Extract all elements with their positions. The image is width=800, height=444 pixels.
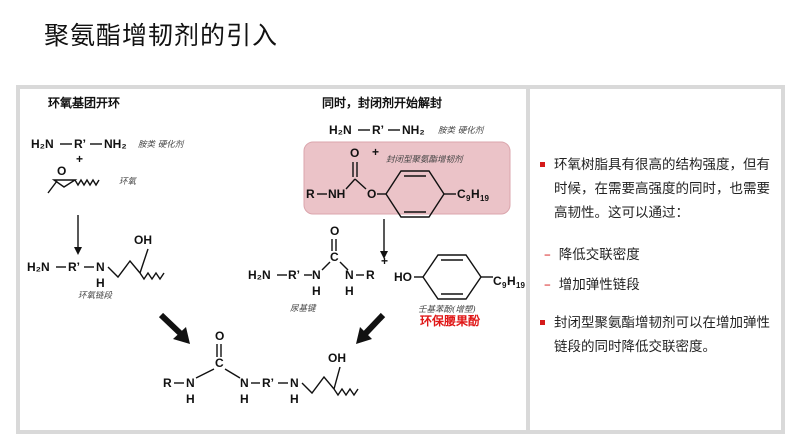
atom-r-prime: R’ bbox=[288, 268, 300, 282]
bullet-item: 封闭型聚氨酯增韧剂可以在增加弹性链段的同时降低交联密度。 bbox=[540, 311, 775, 359]
chain-bond bbox=[301, 375, 335, 395]
atom-n: N bbox=[312, 268, 321, 282]
atom-n: N bbox=[290, 376, 299, 390]
atom-c: C bbox=[330, 250, 339, 264]
sub-item-text: 增加弹性链段 bbox=[558, 277, 640, 293]
wavy-bond bbox=[139, 271, 165, 281]
bond bbox=[195, 368, 215, 379]
atom-h2n: H₂N bbox=[248, 268, 271, 282]
page-title: 聚氨酯增韧剂的引入 bbox=[44, 21, 279, 50]
plus-sign: + bbox=[76, 152, 83, 166]
bullet-square-icon bbox=[540, 162, 545, 167]
wavy-bond bbox=[333, 387, 359, 397]
atom-r-prime: R’ bbox=[74, 137, 86, 151]
sub-item: –增加弹性链段 bbox=[544, 275, 769, 295]
converge-arrow-left bbox=[158, 312, 185, 338]
sub-item: –降低交联密度 bbox=[544, 245, 769, 265]
sub-item-text: 降低交联密度 bbox=[558, 247, 640, 263]
cardanol-label: 环保腰果酚 bbox=[420, 313, 481, 328]
bullet-text: 封闭型聚氨酯增韧剂可以在增加弹性链段的同时降低交联密度。 bbox=[554, 315, 770, 355]
atom-h: H bbox=[290, 392, 299, 406]
arrow-head bbox=[380, 251, 388, 259]
atom-h: H bbox=[471, 187, 480, 201]
atom-r: R bbox=[306, 187, 315, 201]
left-heading: 环氧基团开环 bbox=[48, 95, 120, 110]
atom-r: R bbox=[366, 268, 375, 282]
plus-sign: + bbox=[372, 145, 379, 159]
epoxy-ring bbox=[51, 179, 78, 188]
atom-h: H bbox=[186, 392, 195, 406]
atom-o: O bbox=[57, 164, 66, 178]
bond bbox=[139, 248, 149, 274]
bond bbox=[321, 261, 331, 271]
atom-r-prime: R’ bbox=[68, 260, 80, 274]
plus-sign: + bbox=[381, 254, 388, 268]
arrow-head bbox=[173, 327, 190, 344]
atom-h: H bbox=[312, 284, 321, 298]
subscript-19: 19 bbox=[480, 194, 489, 203]
amine-hardener-note: 胺类 硬化剂 bbox=[138, 139, 185, 150]
atom-h: H bbox=[345, 284, 354, 298]
reaction-diagram: 环氧基团开环 H₂N R’ NH₂ 胺类 硬化剂 + O 环氧 H₂N R’ N… bbox=[20, 89, 526, 430]
blocked-toughener-box bbox=[303, 141, 511, 215]
atom-c: C bbox=[457, 187, 466, 201]
atom-oh: OH bbox=[134, 233, 152, 247]
subscript-9: 9 bbox=[466, 194, 471, 203]
subscript-9: 9 bbox=[502, 281, 507, 290]
bullet-item: 环氧树脂具有很高的结构强度，但有时候，在需要高强度的同时，也需要高韧性。这可以通… bbox=[540, 153, 775, 225]
atom-o: O bbox=[330, 224, 339, 238]
atom-n: N bbox=[96, 260, 105, 274]
arrow-head bbox=[356, 327, 372, 344]
bond bbox=[354, 178, 367, 190]
dash-icon: – bbox=[544, 247, 551, 263]
atom-r-prime: R’ bbox=[372, 123, 384, 137]
bond bbox=[47, 180, 58, 194]
bond bbox=[224, 368, 241, 379]
bond bbox=[345, 178, 356, 190]
bond bbox=[333, 366, 341, 390]
atom-h2n: H₂N bbox=[329, 123, 352, 137]
nonylphenol-note: 壬基苯酚(增塑) bbox=[418, 304, 476, 315]
atom-o: O bbox=[367, 187, 376, 201]
bullet-text: 环氧树脂具有很高的结构强度，但有时候，在需要高强度的同时，也需要高韧性。这可以通… bbox=[554, 157, 770, 221]
chain-bond bbox=[107, 259, 141, 279]
epoxy-note: 环氧 bbox=[119, 176, 138, 187]
amine-hardener-note: 胺类 硬化剂 bbox=[438, 125, 485, 136]
atom-r-prime: R’ bbox=[262, 376, 274, 390]
bond bbox=[339, 261, 349, 271]
atom-nh: NH bbox=[328, 187, 345, 201]
atom-c: C bbox=[215, 356, 224, 370]
wavy-bond bbox=[74, 178, 100, 187]
atom-n: N bbox=[186, 376, 195, 390]
atom-ho: HO bbox=[394, 270, 412, 284]
atom-h: H bbox=[507, 274, 516, 288]
atom-nh2: NH₂ bbox=[402, 123, 425, 137]
atom-c: C bbox=[493, 274, 502, 288]
right-heading: 同时，封闭剂开始解封 bbox=[322, 95, 442, 110]
atom-n: N bbox=[240, 376, 249, 390]
bullet-square-icon bbox=[540, 320, 545, 325]
atom-h2n: H₂N bbox=[27, 260, 50, 274]
atom-h2n: H₂N bbox=[31, 137, 54, 151]
atom-oh: OH bbox=[328, 351, 346, 365]
atom-h: H bbox=[96, 276, 105, 290]
subscript-19: 19 bbox=[516, 281, 525, 290]
dash-icon: – bbox=[544, 277, 551, 293]
atom-o: O bbox=[215, 329, 224, 343]
atom-n: N bbox=[345, 268, 354, 282]
arrow-head bbox=[74, 247, 82, 255]
urea-bond-note: 尿基键 bbox=[290, 303, 317, 314]
converge-arrow-right bbox=[361, 312, 386, 338]
atom-h: H bbox=[240, 392, 249, 406]
atom-nh2: NH₂ bbox=[104, 137, 127, 151]
epoxy-chain-note: 环氧链段 bbox=[78, 290, 114, 301]
explanation-panel: 环氧树脂具有很高的结构强度，但有时候，在需要高强度的同时，也需要高韧性。这可以通… bbox=[530, 89, 781, 430]
atom-o: O bbox=[350, 146, 359, 160]
atom-r: R bbox=[163, 376, 172, 390]
blocked-toughener-note: 封闭型聚氨酯增韧剂 bbox=[386, 154, 464, 165]
